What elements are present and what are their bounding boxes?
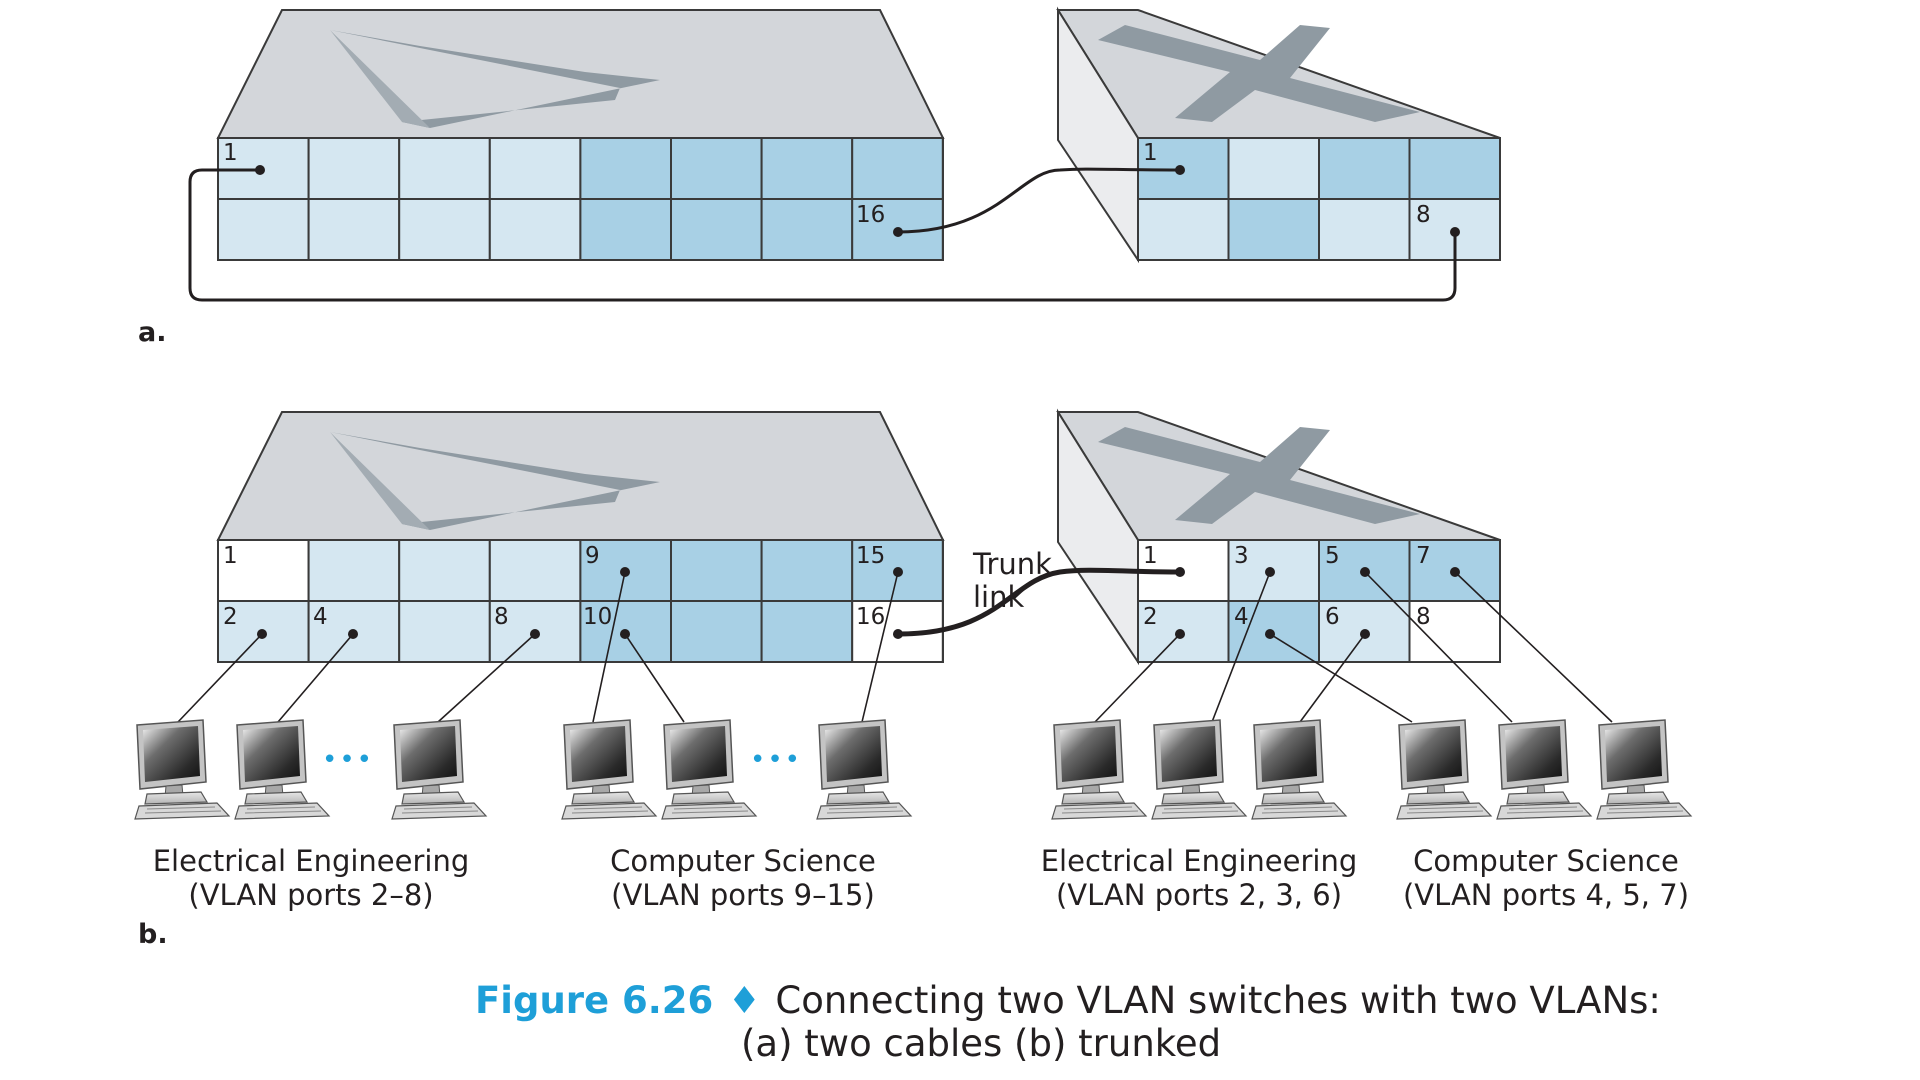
ellipsis-ee: •••: [322, 745, 374, 775]
b-s1-port-cell: [398, 600, 491, 663]
a-s1-port-cell: [760, 198, 854, 261]
trunk-link-cable: [897, 567, 1181, 637]
panel-a-port-dots: [255, 165, 1460, 237]
cable-a-top: [897, 167, 1181, 234]
computer-icon: [816, 719, 912, 820]
b-s2-port-6: 6: [1325, 604, 1340, 630]
panel-a-cables: [188, 167, 1457, 302]
cable-a-bottom: [188, 168, 1457, 302]
a-s1-port-cell: [670, 137, 763, 200]
a-s2-port-cell: [1318, 137, 1411, 200]
a-s1-port-cell: [217, 198, 310, 261]
b-s2-port-cell: [1227, 539, 1320, 602]
b-s1-port-15: 15: [856, 543, 885, 569]
group-label-cs-left-2: (VLAN ports 9–15): [611, 878, 875, 912]
b-s2-port-3: 3: [1234, 543, 1249, 569]
group-label-ee-right-1: Electrical Engineering: [1041, 844, 1358, 878]
computer-icon: [1151, 719, 1247, 820]
b-s2-port-cell: [1408, 600, 1501, 663]
a-s2-port-cell: [1137, 198, 1230, 261]
a-s2-port-1: 1: [1143, 140, 1158, 166]
caption-number: Figure 6.26: [475, 979, 713, 1022]
b-s1-port-4: 4: [313, 604, 328, 630]
a-s2-port-cell: [1408, 137, 1501, 200]
a-s1-port-1: 1: [223, 140, 238, 166]
a-s2-port-cell: [1227, 137, 1320, 200]
group-label-cs-right-1: Computer Science: [1413, 844, 1679, 878]
computer-icon: [134, 719, 230, 820]
a-s2-port-cell: [1318, 198, 1411, 261]
a-s1-port-cell: [488, 198, 582, 261]
group-label-cs-left-1: Computer Science: [610, 844, 876, 878]
caption-line1: Connecting two VLAN switches with two VL…: [775, 979, 1661, 1022]
computer-icon: [1496, 719, 1592, 820]
b-s1-port-8: 8: [494, 604, 509, 630]
panel-a-letter: a.: [138, 317, 166, 348]
a-s1-port-cell: [307, 198, 401, 261]
b-s2-port-8: 8: [1416, 604, 1431, 630]
panel-b-port-dots: [257, 567, 1460, 639]
figure-caption: Figure 6.26 ♦ Connecting two VLAN switch…: [475, 979, 1661, 1065]
b-s1-port-1: 1: [223, 543, 238, 569]
b-s1-port-9: 9: [585, 543, 600, 569]
group-label-ee-left-1: Electrical Engineering: [153, 844, 470, 878]
group-label-ee-right-2: (VLAN ports 2, 3, 6): [1056, 878, 1342, 912]
a-s1-port-cell: [579, 198, 673, 261]
b-s1-port-cell: [307, 539, 401, 602]
b-s2-port-4: 4: [1234, 604, 1249, 630]
computer-icon: [561, 719, 657, 820]
group-label-cs-right-2: (VLAN ports 4, 5, 7): [1403, 878, 1689, 912]
b-s1-port-10: 10: [583, 604, 612, 630]
a-s1-port-cell: [760, 137, 854, 200]
panel-b-cables: [177, 571, 1613, 723]
svg-text:Figure 6.26 ♦ Conn: Figure 6.26 ♦ Connecting two VLAN switch…: [475, 979, 1661, 1022]
caption-line2: (a) two cables (b) trunked: [741, 1022, 1221, 1065]
computer-icon: [391, 719, 487, 820]
b-s2-port-5: 5: [1325, 543, 1340, 569]
a-s1-port-cell: [579, 137, 673, 200]
b-s1-port-2: 2: [223, 604, 238, 630]
a-s2-port-8: 8: [1416, 202, 1431, 228]
a-s1-port-cell: [488, 137, 582, 200]
b-s2-port-1: 1: [1143, 543, 1158, 569]
a-s1-port-cell: [398, 137, 491, 200]
b-s1-port-cell: [760, 600, 854, 663]
a-s1-port-cell: [307, 137, 401, 200]
b-s1-port-cell: [488, 539, 582, 602]
b-s1-port-16: 16: [856, 604, 885, 630]
computer-icon: [234, 719, 330, 820]
b-s2-port-2: 2: [1143, 604, 1158, 630]
b-s1-port-cell: [670, 539, 763, 602]
ellipsis-cs: •••: [750, 745, 802, 775]
a-s1-port-16: 16: [856, 202, 885, 228]
trunk-label-line1: Trunk: [972, 547, 1052, 581]
a-s1-port-cell: [670, 198, 763, 261]
b-s2-port-7: 7: [1416, 543, 1431, 569]
b-s2-port-cell: [1227, 600, 1320, 663]
computer-icon: [1596, 719, 1692, 820]
computer-icon: [661, 719, 757, 820]
panel-b-letter: b.: [138, 919, 168, 950]
b-s1-port-cell: [398, 539, 491, 602]
computer-icon: [1251, 719, 1347, 820]
b-s1-port-cell: [760, 539, 854, 602]
caption-separator: ♦: [728, 979, 761, 1022]
a-s2-port-cell: [1227, 198, 1320, 261]
group-label-ee-left-2: (VLAN ports 2–8): [188, 878, 433, 912]
b-s1-port-cell: [670, 600, 763, 663]
computer-icon: [1051, 719, 1147, 820]
a-s1-port-cell: [398, 198, 491, 261]
a-s1-port-cell: [851, 137, 944, 200]
trunk-label-line2: link: [973, 580, 1024, 614]
computer-icon: [1396, 719, 1492, 820]
